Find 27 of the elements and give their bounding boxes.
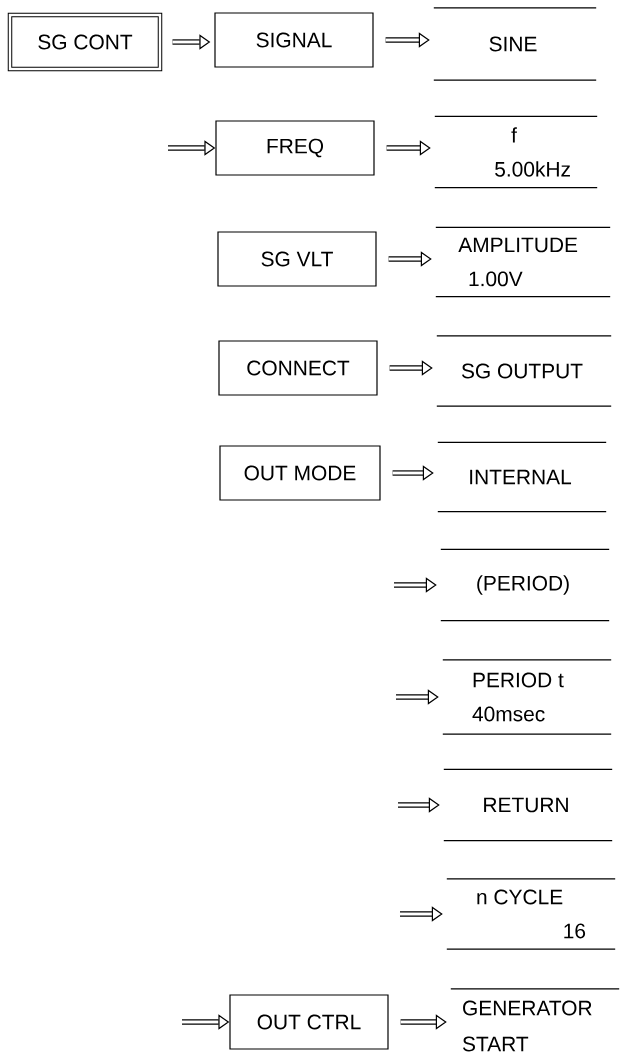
menu-box: SG CONT (7, 12, 163, 72)
soft-key-label: GENERATOR START (450, 988, 620, 1052)
soft-key-label: INTERNAL (437, 441, 607, 513)
key-box: OUT MODE (219, 445, 381, 501)
key-box: FREQ (215, 120, 375, 176)
soft-key-label: PERIOD t 40msec (442, 659, 612, 735)
key-box: SIGNAL (214, 12, 374, 68)
soft-key-label: SINE (433, 7, 597, 81)
double-arrow (386, 140, 431, 156)
key-box: SG VLT (217, 231, 377, 287)
soft-key-label: AMPLITUDE 1.00V (435, 226, 611, 298)
double-arrow (400, 1014, 447, 1030)
soft-key-label: RETURN (443, 768, 613, 842)
double-arrow (396, 689, 439, 705)
double-arrow (394, 577, 437, 593)
soft-key-label: (PERIOD) (440, 548, 610, 622)
key-box: CONNECT (218, 340, 378, 396)
double-arrow (398, 797, 440, 813)
double-arrow (392, 465, 434, 481)
double-arrow (385, 32, 430, 48)
soft-key-label: SG OUTPUT (436, 335, 612, 407)
double-arrow (389, 360, 433, 376)
key-box: OUT CTRL (229, 994, 389, 1050)
double-arrow (388, 251, 432, 267)
soft-key-label: n CYCLE 16 (446, 878, 616, 950)
soft-key-label: f 5.00kHz (434, 115, 598, 189)
double-arrow (400, 906, 443, 922)
